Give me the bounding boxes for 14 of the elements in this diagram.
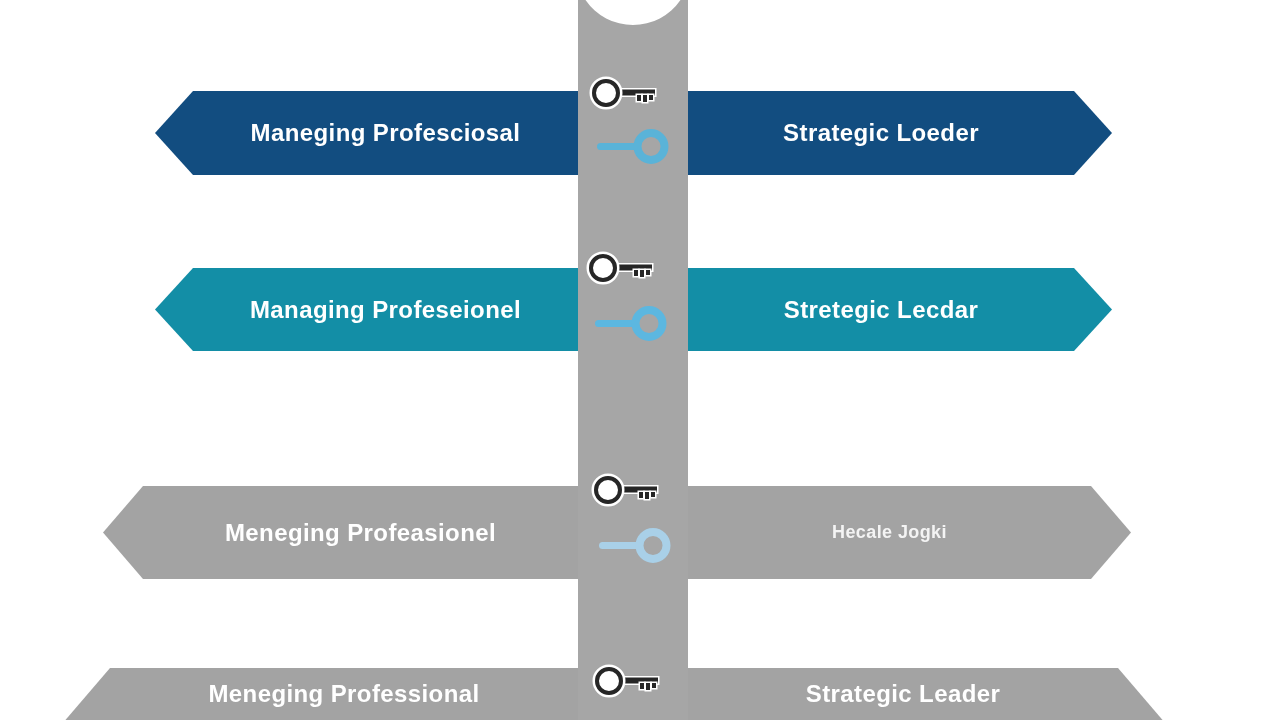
banner	[155, 268, 578, 351]
banner	[155, 91, 578, 175]
banner	[688, 486, 1131, 579]
banner-label: Meneging Professional	[208, 680, 480, 708]
banner-label: Managing Profeseionel	[249, 295, 522, 324]
banner-label: Meneging Profeasionel	[224, 518, 497, 547]
banner	[688, 268, 1112, 351]
banner	[103, 486, 578, 579]
banner-label: Stretegic Lecdar	[783, 295, 979, 324]
banner-label: Hecale Jogki	[832, 522, 947, 543]
banner	[688, 91, 1112, 175]
banner-label: Strategic Leader	[805, 680, 1001, 708]
banner-label: Strategic Loeder	[783, 119, 979, 147]
banner-label: Maneging Profesciosal	[250, 119, 521, 147]
